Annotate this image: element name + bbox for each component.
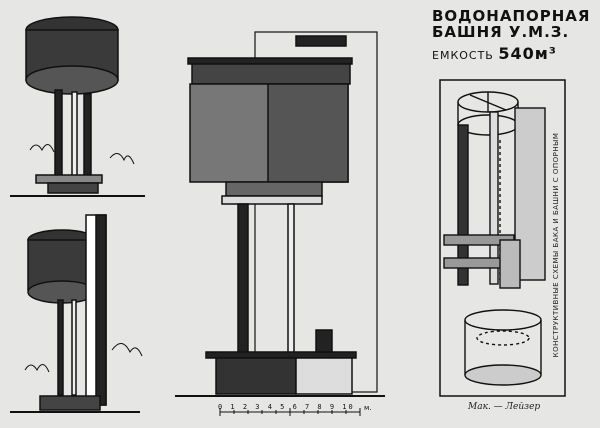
scale-unit: м. xyxy=(364,404,372,412)
title-line-2: БАШНЯ У.М.З. xyxy=(432,23,570,41)
capacity-line: ЕМКОСТЬ 540м³ xyxy=(432,44,597,63)
structural-scheme-panel xyxy=(439,79,566,397)
capacity-value: 540м³ xyxy=(498,44,557,63)
drawing-title-block: ВОДОНАПОРНАЯ БАШНЯ У.М.З. ЕМКОСТЬ 540м³ xyxy=(432,8,597,63)
title-line-1: ВОДОНАПОРНАЯ xyxy=(432,7,591,25)
capacity-label: ЕМКОСТЬ xyxy=(432,49,494,62)
main-elevation xyxy=(175,31,385,397)
scale-ticks: 0 1 2 3 4 5 6 7 8 9 10 xyxy=(218,403,355,411)
scale-bar xyxy=(219,408,361,416)
signature: Мак. — Лейзер xyxy=(468,402,541,412)
perspective-sketch-top xyxy=(10,16,145,197)
structural-caption: КОНСТРУКТИВНЫЕ СХЕМЫ БАКА И БАШНИ С ОПОР… xyxy=(552,132,560,358)
perspective-sketch-bottom xyxy=(10,214,143,413)
